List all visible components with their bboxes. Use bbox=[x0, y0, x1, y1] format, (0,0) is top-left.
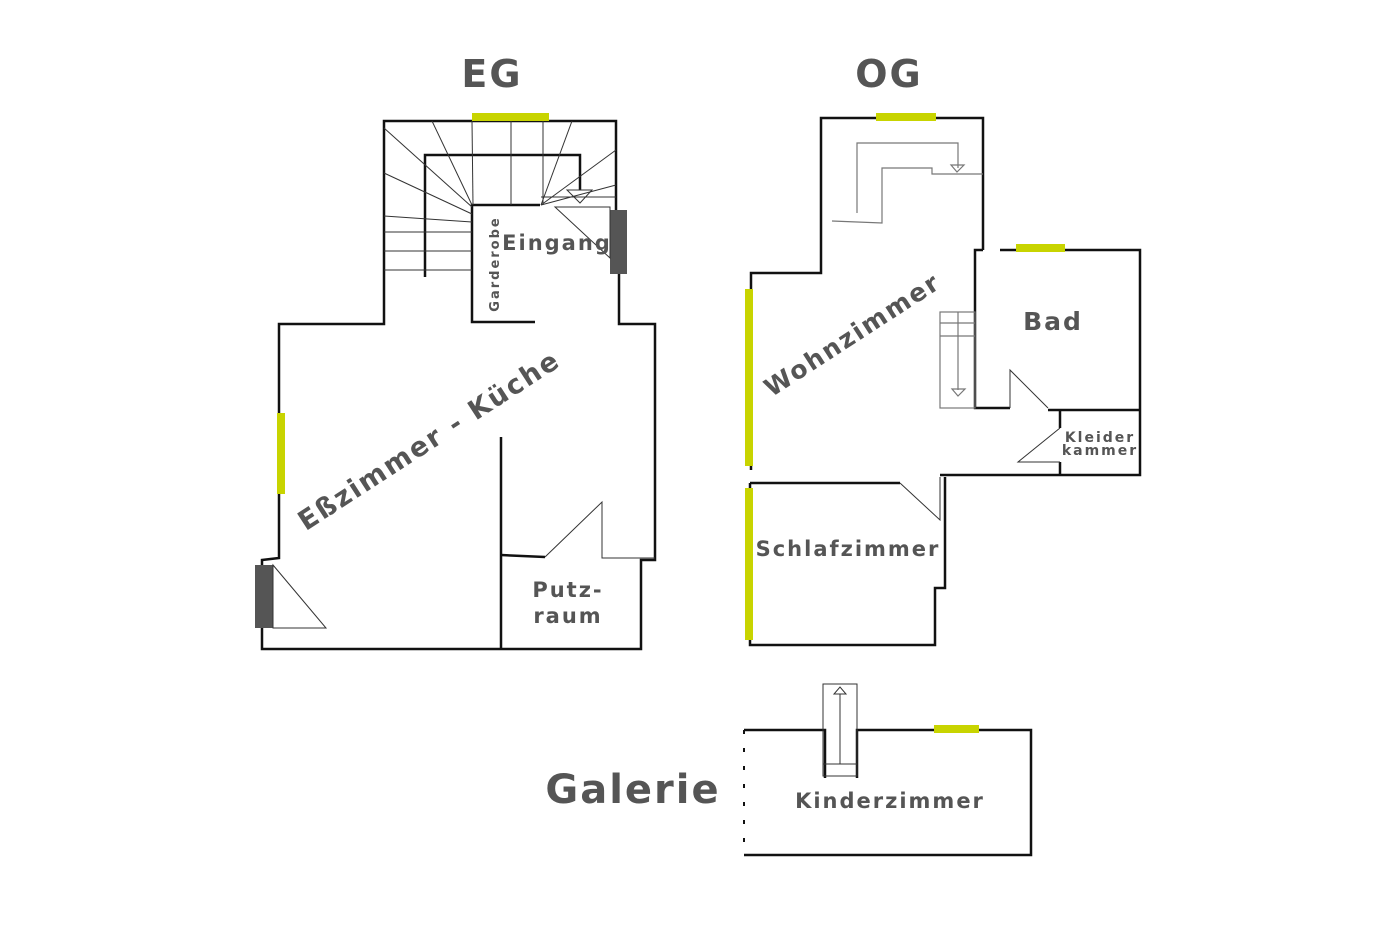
eg-staircase bbox=[383, 120, 617, 271]
stair-direction-arrow-icon bbox=[832, 686, 848, 695]
og-windows bbox=[745, 113, 1065, 640]
galerie-title: Galerie bbox=[545, 767, 720, 813]
stair-direction-arrow-icon bbox=[565, 189, 594, 204]
entrance-door bbox=[610, 210, 627, 274]
room-label-bedroom: Schlafzimmer bbox=[756, 537, 941, 561]
og-title: OG bbox=[855, 52, 923, 96]
room-label-bath: Bad bbox=[1023, 307, 1083, 336]
room-label-dining-kitchen: Eßzimmer - Küche bbox=[293, 345, 566, 538]
eg-walls bbox=[260, 119, 657, 651]
stair-direction-arrow-icon bbox=[949, 164, 966, 173]
room-label-closet-1: Kleider bbox=[1065, 430, 1135, 446]
room-label-closet-2: kammer bbox=[1062, 443, 1138, 459]
room-label-entrance: Eingang bbox=[502, 231, 612, 255]
og-staircase bbox=[831, 142, 983, 409]
eg-windows bbox=[277, 113, 549, 494]
eg-doors bbox=[255, 206, 627, 629]
eg-title: EG bbox=[461, 52, 522, 96]
galerie-plan: Galerie Kinderzimmer bbox=[545, 683, 1033, 857]
room-label-wardrobe: Garderobe bbox=[488, 216, 503, 311]
eg-plan: EG bbox=[255, 52, 657, 651]
room-label-utility-2: raum bbox=[533, 604, 602, 628]
stair-direction-arrow-icon bbox=[950, 388, 967, 397]
og-walls bbox=[748, 116, 1142, 647]
terrace-door bbox=[255, 565, 273, 628]
room-label-living: Wohnzimmer bbox=[759, 267, 946, 402]
og-plan: OG Wo bbox=[745, 52, 1142, 647]
room-label-kids: Kinderzimmer bbox=[795, 789, 985, 813]
room-label-utility-1: Putz- bbox=[532, 578, 603, 602]
galerie-staircase bbox=[822, 683, 858, 777]
